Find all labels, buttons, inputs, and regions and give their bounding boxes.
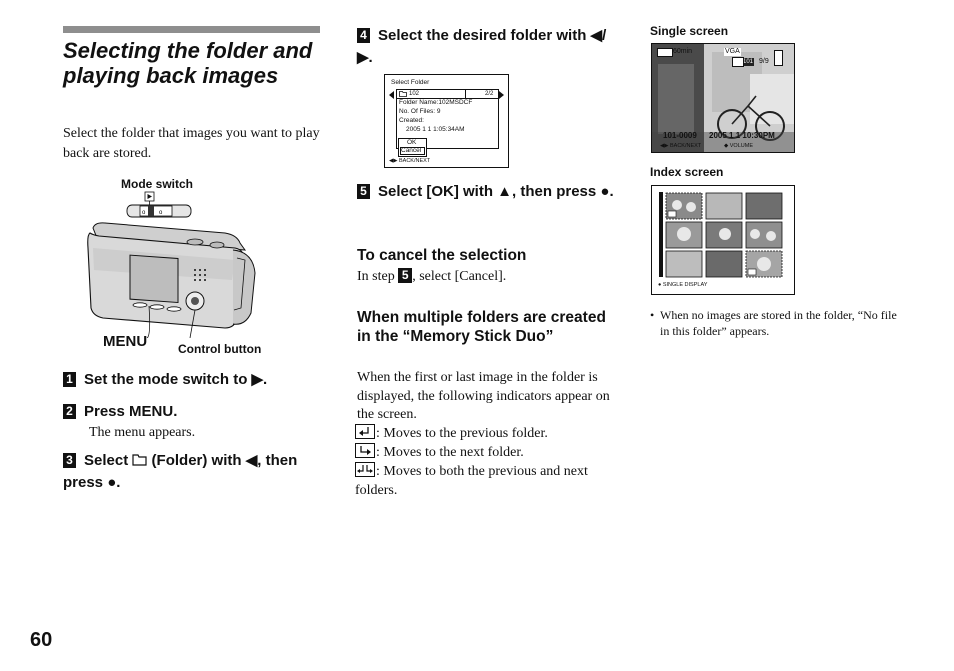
control-button-label: Control button: [178, 342, 262, 356]
multi-folder-body: When the first or last image in the fold…: [357, 370, 610, 422]
multi-folder-heading: When multiple folders are created in the…: [357, 309, 606, 345]
index-screen-caption: Index screen: [650, 165, 724, 179]
folder-created-date: 2005 1 1 1:05:34AM: [406, 126, 465, 133]
indicator-prev-text: : Moves to the previous folder.: [376, 426, 548, 441]
indicator-next-text: : Moves to the next folder.: [376, 445, 524, 460]
folder-page: 2/2: [485, 91, 494, 97]
next-folder-indicator-icon: [732, 57, 744, 67]
recorded-date: 2005 1 1 10:30PM: [709, 131, 775, 140]
intro-text: Select the folder that images you want t…: [63, 126, 320, 161]
single-screen-caption: Single screen: [650, 24, 729, 38]
step-number: 5: [357, 184, 370, 199]
folder-screen-header: Select Folder: [391, 79, 430, 86]
folder-file-count: No. Of Files: 9: [399, 108, 441, 115]
camera-illustration: o o: [87, 191, 256, 338]
note-text: When no images are stored in the folder,…: [660, 308, 897, 338]
step-number: 2: [63, 404, 76, 419]
page-title: Selecting the folder and playing back im…: [63, 38, 313, 88]
note-bullet: •: [650, 308, 655, 322]
note: • When no images are stored in the folde…: [650, 307, 900, 339]
arrow-right-icon: [499, 91, 504, 99]
step-text-a: Select: [84, 452, 129, 469]
indicator-both: : Moves to both the previous and next fo…: [355, 462, 613, 500]
cancel-button[interactable]: Cancel: [401, 147, 422, 154]
folder-icon: [399, 91, 407, 97]
both-folders-icon: [355, 462, 375, 477]
step-3: 3 Select (Folder) with ◀, then press ●.: [63, 450, 323, 494]
step-number: 3: [63, 453, 76, 468]
ok-button[interactable]: OK: [407, 139, 417, 146]
single-screen-photo: [652, 44, 794, 152]
indicator-both-text: : Moves to both the previous and next fo…: [355, 464, 588, 498]
step-2-detail: The menu appears.: [89, 425, 196, 440]
cancel-text-a: In step: [357, 269, 395, 284]
battery-remaining-icon: [657, 48, 673, 57]
image-count: 9/9: [759, 58, 769, 65]
previous-folder-icon: [355, 424, 375, 439]
memory-stick-icon: [774, 50, 783, 66]
step-1: 1 Set the mode switch to ▶.: [63, 369, 267, 391]
folder-tag: 101: [742, 58, 755, 66]
arrow-left-icon: [389, 91, 394, 99]
next-folder-icon: [355, 443, 375, 458]
step-text: Set the mode switch to ▶.: [84, 371, 268, 388]
folder-icon: [132, 454, 147, 466]
folder-number: 102: [409, 91, 420, 97]
step-text: Press MENU.: [84, 403, 178, 420]
mode-switch-label: Mode switch: [121, 177, 194, 191]
step-2: 2 Press MENU.: [63, 401, 177, 423]
indicator-prev: : Moves to the previous folder.: [355, 424, 548, 444]
remaining-time: 60min: [673, 48, 693, 55]
page-number: 60: [30, 629, 53, 651]
step-number: 4: [357, 28, 370, 43]
step-5: 5 Select [OK] with ▲, then press ●.: [357, 181, 617, 203]
cancel-text: In step 5, select [Cancel].: [357, 268, 506, 287]
step-ref: 5: [398, 268, 413, 283]
folder-screen-footer: ◀▶ BACK/NEXT: [389, 158, 431, 164]
index-scrollbar: [659, 192, 663, 277]
step-text: Select the desired folder with ◀/▶.: [357, 27, 607, 66]
title-rule: [63, 26, 320, 33]
single-screen: 60min VGA 101 9/9 101-0009 2005 1 1 10:3…: [651, 43, 795, 153]
svg-text:o: o: [159, 210, 163, 216]
image-size: VGA: [724, 48, 741, 56]
single-footer-left: ◀▶ BACK/NEXT: [660, 143, 702, 149]
step-text: Select [OK] with ▲, then press ●.: [378, 183, 614, 200]
svg-text:o: o: [142, 210, 146, 216]
file-number: 101-0009: [663, 131, 697, 140]
index-thumbnails: [665, 192, 783, 278]
menu-label: MENU: [103, 333, 148, 350]
index-screen: ● SINGLE DISPLAY: [651, 185, 795, 295]
folder-name: Folder Name:102MSDCF: [399, 99, 473, 106]
step-text-b: (Folder) with ◀, then press ●.: [63, 452, 298, 491]
ok-cancel-box: OK Cancel: [398, 138, 427, 157]
single-footer-right: ◆ VOLUME: [724, 143, 753, 149]
cancel-heading: To cancel the selection: [357, 247, 527, 264]
index-footer: ● SINGLE DISPLAY: [658, 282, 708, 288]
folder-info-box: 102 2/2 Folder Name:102MSDCF No. Of File…: [396, 89, 499, 149]
cancel-text-b: , select [Cancel].: [412, 269, 507, 284]
folder-created-label: Created:: [399, 117, 424, 124]
folder-select-screen: Select Folder 102 2/2 Folder Name:102MSD…: [384, 74, 509, 168]
step-number: 1: [63, 372, 76, 387]
indicator-next: : Moves to the next folder.: [355, 443, 524, 463]
